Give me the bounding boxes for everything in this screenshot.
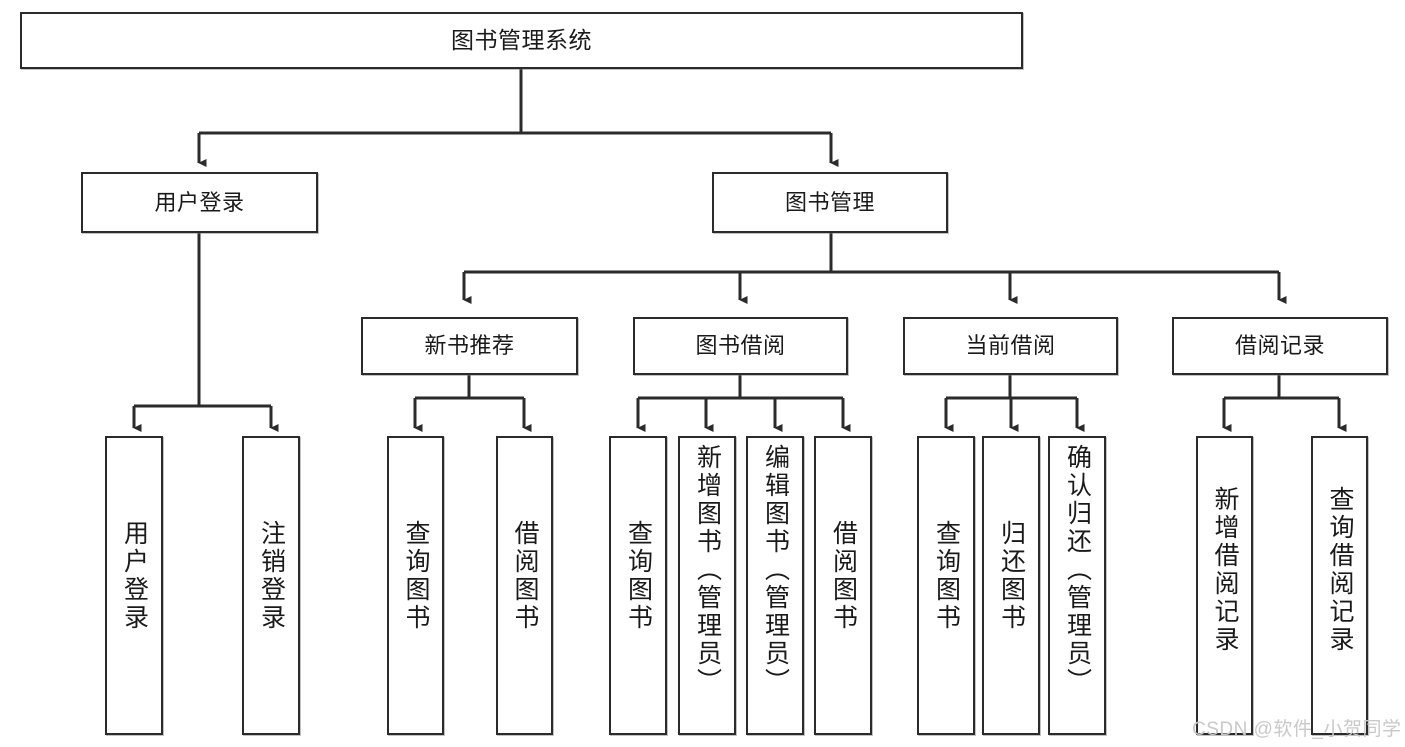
- node-label: 图书借阅: [695, 333, 786, 359]
- node-label: 当前借阅: [965, 333, 1056, 359]
- node-label: 查询图书: [624, 520, 653, 632]
- node-label: 新增借阅记录: [1211, 486, 1239, 654]
- node-label: 查询图书: [932, 520, 961, 632]
- node-label: 用户登录: [120, 520, 149, 632]
- csdn-watermark: CSDN @软件_小贺同学: [1192, 719, 1402, 740]
- node-label: 注销登录: [257, 520, 286, 632]
- node-user-login[interactable]: 用户登录: [81, 172, 318, 233]
- node-label: 新书推荐: [424, 333, 515, 359]
- leaf-query-book-borrow[interactable]: 查询图书: [609, 436, 667, 735]
- node-label: 编辑图书（管理员）: [761, 444, 790, 696]
- leaf-user-login[interactable]: 用户登录: [105, 436, 163, 735]
- node-book-management[interactable]: 图书管理: [712, 172, 948, 233]
- leaf-logout-login[interactable]: 注销登录: [242, 436, 300, 735]
- leaf-edit-book-admin[interactable]: 编辑图书（管理员）: [746, 436, 804, 735]
- node-label: 借阅图书: [511, 520, 539, 632]
- node-new-book-recommendation[interactable]: 新书推荐: [361, 317, 578, 375]
- node-label: 归还图书: [997, 520, 1026, 632]
- leaf-confirm-return-admin[interactable]: 确认归还（管理员）: [1048, 436, 1106, 735]
- leaf-return-book[interactable]: 归还图书: [982, 436, 1040, 735]
- leaf-borrow-book[interactable]: 借阅图书: [814, 436, 872, 735]
- node-label: 图书管理系统: [451, 26, 592, 53]
- node-label: 借阅图书: [829, 520, 858, 632]
- leaf-add-book-admin[interactable]: 新增图书（管理员）: [678, 436, 736, 735]
- leaf-query-book-current[interactable]: 查询图书: [917, 436, 975, 735]
- leaf-query-book-new[interactable]: 查询图书: [387, 436, 444, 735]
- node-label: 查询借阅记录: [1326, 486, 1354, 654]
- node-current-borrowing[interactable]: 当前借阅: [903, 317, 1118, 375]
- node-label: 确认归还（管理员）: [1063, 444, 1092, 696]
- node-label: 新增图书（管理员）: [693, 444, 722, 696]
- leaf-borrow-book-new[interactable]: 借阅图书: [496, 436, 553, 735]
- node-label: 图书管理: [784, 189, 875, 215]
- leaf-query-borrow-record[interactable]: 查询借阅记录: [1311, 436, 1368, 735]
- leaf-add-borrow-record[interactable]: 新增借阅记录: [1196, 436, 1253, 735]
- node-label: 借阅记录: [1234, 333, 1325, 359]
- node-label: 用户登录: [154, 189, 245, 215]
- node-root-book-management-system[interactable]: 图书管理系统: [20, 12, 1023, 69]
- node-borrowing-record[interactable]: 借阅记录: [1172, 317, 1388, 375]
- node-book-borrowing[interactable]: 图书借阅: [633, 317, 848, 375]
- node-label: 查询图书: [402, 520, 430, 632]
